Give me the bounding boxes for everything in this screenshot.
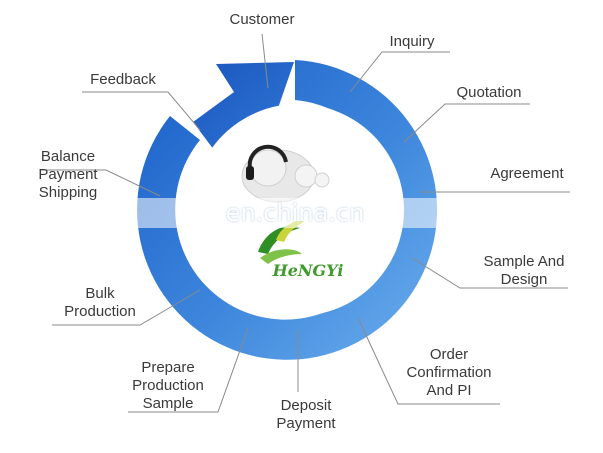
step-feedback: Feedback <box>90 71 156 88</box>
step-agreement: Agreement <box>490 165 564 182</box>
headset-person-icon <box>241 144 330 203</box>
leader-balance <box>40 169 161 197</box>
step-sample-design: Sample And Design <box>483 253 565 288</box>
leader-customer <box>261 33 269 89</box>
leader-prepare <box>128 327 249 413</box>
leader-inquiry <box>349 51 450 93</box>
step-deposit-payment: Deposit Payment <box>276 397 336 432</box>
step-balance-payment-shipping: Balance Payment Shipping <box>38 148 98 201</box>
leader-lines <box>40 33 570 413</box>
leader-bulk <box>52 289 201 326</box>
watermark-text: en.china.cn <box>225 199 365 227</box>
leader-order <box>357 317 500 405</box>
step-prepare-production-sample: Prepare Production Sample <box>132 359 204 412</box>
leader-feedback <box>82 91 201 131</box>
watermark-band <box>130 198 460 228</box>
step-order-confirmation: Order Confirmation And PI <box>406 346 492 399</box>
leader-quotation <box>403 103 530 143</box>
step-bulk-production: Bulk Production <box>64 285 136 320</box>
step-customer: Customer <box>229 11 295 28</box>
leader-sample-design <box>411 257 568 289</box>
step-inquiry: Inquiry <box>389 33 435 50</box>
step-quotation: Quotation <box>456 84 522 101</box>
logo-text: HeNGYi <box>272 261 344 280</box>
